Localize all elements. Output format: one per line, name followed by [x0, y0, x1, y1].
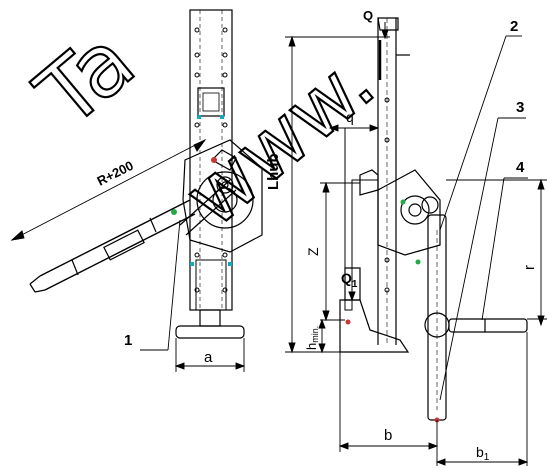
part-3-label: 3 — [516, 99, 524, 116]
side-view — [339, 17, 528, 423]
load-q-top — [381, 22, 389, 40]
side-gear-housing — [377, 169, 441, 256]
load-q-low — [348, 270, 356, 302]
dim-z-label: Z — [305, 247, 321, 256]
dim-b-label: b — [384, 427, 392, 444]
dim-hmin — [318, 318, 326, 354]
leader-3 — [439, 117, 526, 401]
base-plate — [175, 325, 245, 339]
dim-z — [320, 181, 360, 322]
watermark-left: Ta — [18, 11, 153, 147]
part-1-label: 1 — [124, 332, 132, 349]
dim-r — [446, 178, 547, 327]
dim-lhub-label: Lhub — [265, 153, 282, 190]
gear-housing — [182, 139, 263, 253]
leader-4 — [481, 177, 528, 321]
watermark-right: www. — [167, 36, 391, 245]
dim-b1-sub: 1 — [484, 452, 490, 463]
dim-hmin-main: h — [304, 343, 319, 350]
leader-2 — [439, 35, 522, 231]
dim-r200-label: R+200 — [95, 158, 136, 189]
part-2-label: 2 — [510, 18, 518, 35]
front-view — [29, 9, 263, 339]
dim-q-label: q — [346, 109, 354, 125]
dim-b1-label: b1 — [476, 444, 490, 463]
dim-a-label: a — [204, 349, 213, 366]
dim-r200 — [10, 138, 207, 241]
side-crank — [448, 318, 528, 333]
dim-q — [328, 124, 380, 132]
dim-a — [174, 338, 246, 372]
dim-r-label: r — [521, 265, 538, 270]
load-q-top-label: Q — [363, 8, 373, 23]
part-4-label: 4 — [516, 159, 525, 176]
load-q-low-sub: 1 — [352, 279, 358, 290]
leader-1 — [140, 219, 181, 351]
dim-hmin-label: hmin. — [304, 326, 320, 350]
dim-hmin-sub: min. — [310, 326, 320, 343]
lower-toe — [339, 299, 410, 353]
load-q-low-label: Q1 — [341, 270, 358, 290]
dim-b1-main: b — [476, 444, 484, 460]
dim-b1 — [435, 332, 529, 466]
dim-lhub — [285, 35, 390, 354]
dim-b — [338, 352, 439, 452]
load-q-low-main: Q — [341, 270, 352, 286]
